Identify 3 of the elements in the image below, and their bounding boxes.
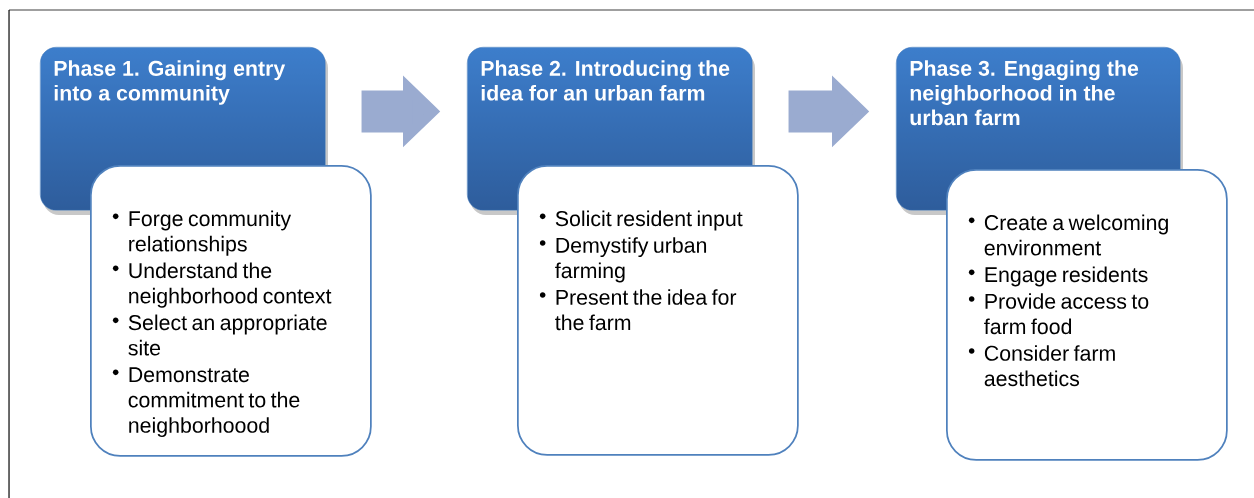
bullet-list-box: Create a welcoming environment Engage residents Provide access to farm food Consider farm aesthetics [946, 169, 1228, 461]
bullet-list-box: Solicit resident input Demystify urban farming Present the idea for the farm [517, 165, 799, 456]
bullet-list-box: Forge community relationships Understand the neighborhood context Select an appropriate site Demonstrate commitment to the neighborhoood [90, 165, 372, 457]
